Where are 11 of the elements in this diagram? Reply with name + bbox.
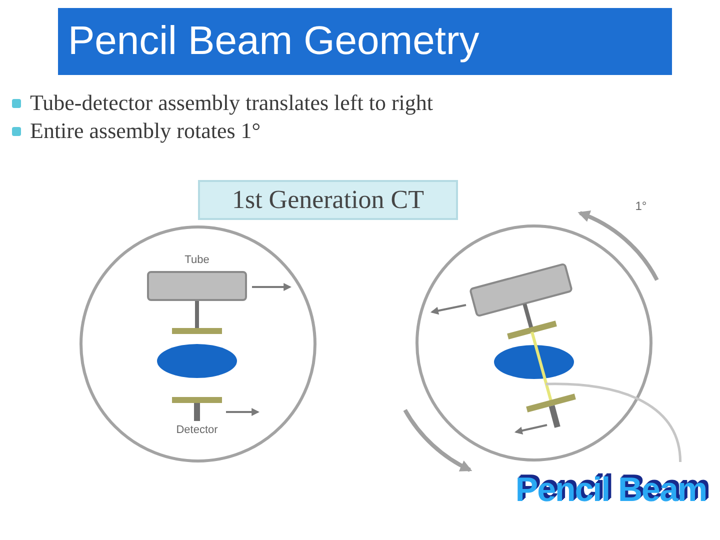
part-label: Tube xyxy=(184,254,210,267)
angle-label: 1° xyxy=(635,199,647,213)
ct-scanner-drawing xyxy=(414,222,655,464)
bullet-text: Entire assembly rotates 1° xyxy=(30,118,261,144)
bullet-text: Tube-detector assembly translates left to right xyxy=(30,90,434,116)
wordart-title: Pencil Beam xyxy=(512,462,710,518)
section-label: 1st Generation CT xyxy=(198,180,458,220)
ct-scanner-drawing xyxy=(78,224,318,464)
part-label: Detector xyxy=(176,424,218,437)
leader-line xyxy=(546,382,682,462)
title-banner: Pencil Beam Geometry xyxy=(58,8,672,75)
